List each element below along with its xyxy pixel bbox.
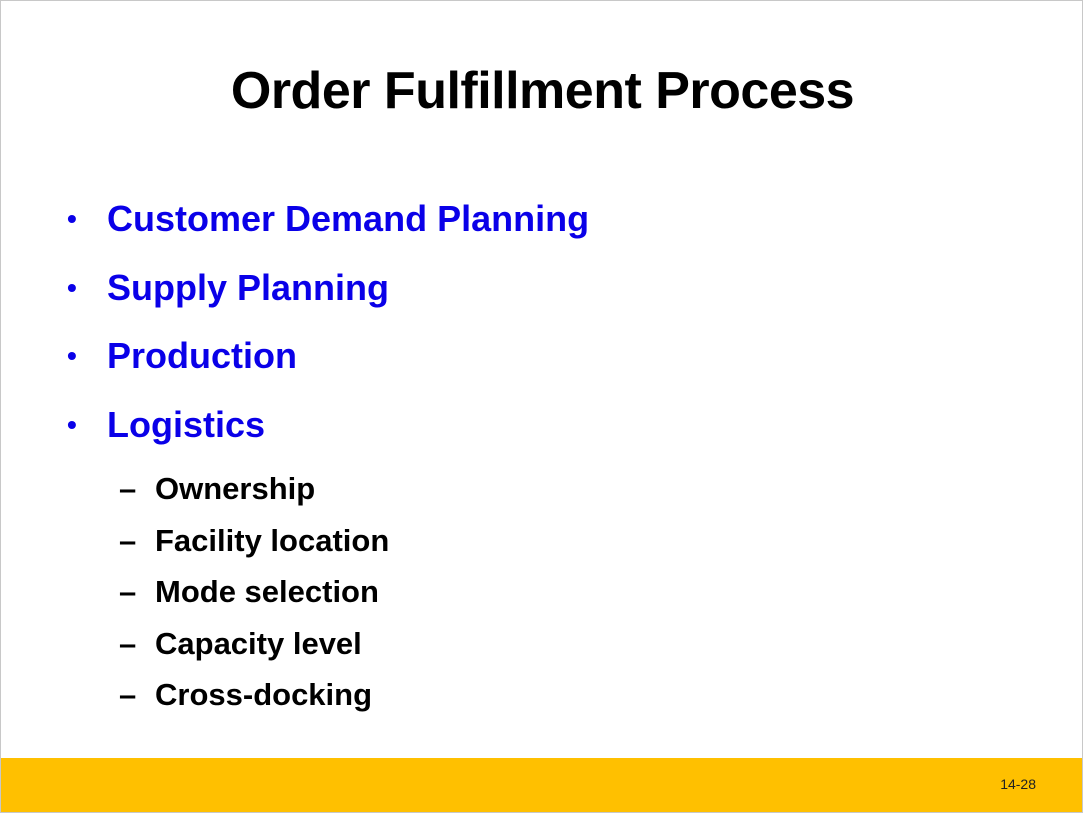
page-number: 14-28: [1000, 776, 1036, 792]
sub-bullet-item: – Mode selection: [119, 566, 389, 618]
bullet-dot-icon: •: [67, 340, 77, 371]
bullet-item: • Customer Demand Planning: [63, 193, 589, 262]
bullet-text: Production: [107, 335, 297, 376]
sub-bullet-item: – Ownership: [119, 463, 389, 515]
sub-bullet-item: – Facility location: [119, 515, 389, 567]
dash-icon: –: [119, 677, 137, 712]
sub-bullet-text: Cross-docking: [155, 677, 373, 712]
bullet-dot-icon: •: [67, 203, 77, 234]
slide-title: Order Fulfillment Process: [230, 62, 855, 120]
sub-bullet-item: – Capacity level: [119, 618, 389, 670]
dash-icon: –: [119, 574, 137, 609]
bullet-item: • Logistics: [63, 399, 589, 468]
bullet-text: Supply Planning: [107, 266, 390, 308]
sub-bullet-text: Facility location: [155, 522, 390, 558]
dash-icon: –: [119, 522, 137, 558]
sub-bullet-text: Mode selection: [155, 574, 379, 609]
bullet-text: Customer Demand Planning: [107, 198, 590, 239]
sub-bullet-text: Capacity level: [155, 625, 362, 661]
dash-icon: –: [119, 625, 137, 661]
sub-bullet-list: – Ownership – Facility location – Mode s…: [119, 463, 389, 721]
bullet-text: Logistics: [107, 403, 266, 445]
bullet-item: • Production: [63, 330, 589, 399]
bullet-item: • Supply Planning: [63, 262, 589, 331]
bullet-list: • Customer Demand Planning • Supply Plan…: [63, 193, 589, 467]
bullet-dot-icon: •: [67, 408, 77, 440]
dash-icon: –: [119, 471, 137, 506]
footer-bar: 14-28: [1, 758, 1082, 812]
sub-bullet-text: Ownership: [155, 471, 316, 506]
bullet-dot-icon: •: [67, 271, 77, 303]
sub-bullet-item: – Cross-docking: [119, 669, 389, 721]
